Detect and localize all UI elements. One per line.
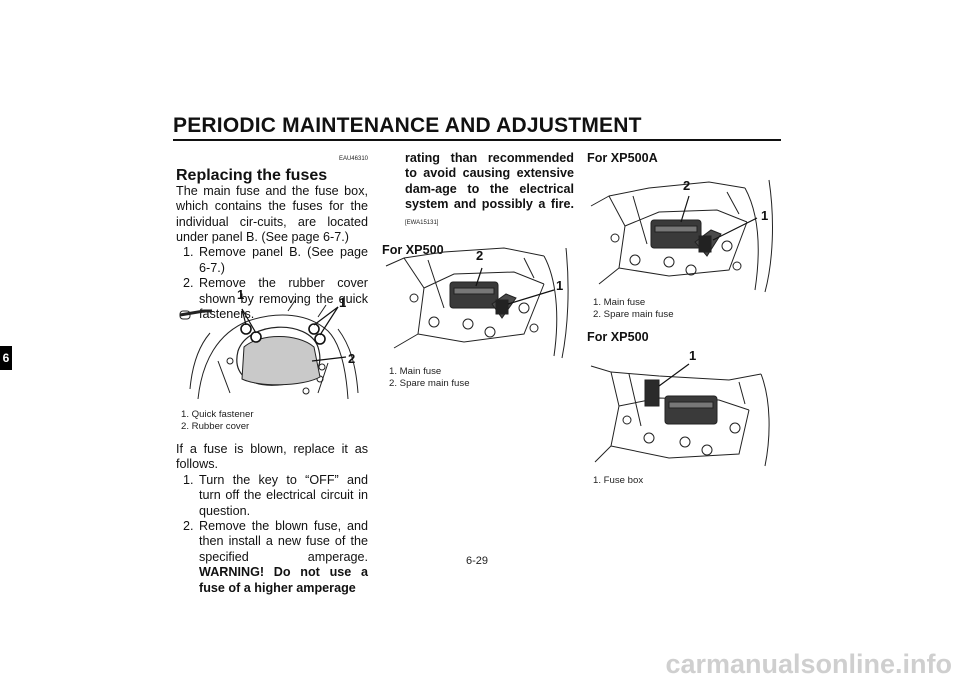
warning-text: WARNING! Do not use a fuse of a higher a… [199, 565, 368, 595]
subheading-xp500: For XP500 [587, 330, 649, 344]
subheading-xp500: For XP500 [382, 243, 444, 258]
figure-caption: 1. Fuse box [593, 475, 644, 486]
figure-caption: 1. Quick fastener 2. Rubber cover [181, 409, 254, 433]
chapter-tab: 6 [0, 346, 12, 370]
main-fuse-illustration [590, 179, 773, 293]
steps-list: 1.Remove panel B. (See page 6-7.) 2.Remo… [176, 245, 368, 322]
callout-1: 1 [556, 278, 564, 293]
callout-1: 1 [761, 208, 769, 223]
list-item: 2.Remove the blown fuse, and then instal… [183, 519, 368, 595]
warning-continued: rating than recommended to avoid causing… [405, 151, 574, 212]
figure-xp500-fuse-box: 1 [589, 346, 776, 468]
watermark: carmanualsonline.info [0, 650, 960, 678]
scooter-panel-illustration [179, 298, 359, 400]
steps-list-2: 1.Turn the key to “OFF” and turn off the… [176, 473, 368, 596]
intro-paragraph: The main fuse and the fuse box, which co… [176, 183, 368, 245]
middle-column: rating than recommended to avoid causing… [382, 151, 574, 258]
section-heading: Replacing the fuses [176, 167, 328, 185]
main-fuse-illustration [385, 247, 569, 359]
figure-caption: 1. Main fuse 2. Spare main fuse [593, 297, 674, 321]
fuse-box-illustration [590, 363, 770, 467]
list-item: 1.Remove panel B. (See page 6-7.) [183, 245, 368, 275]
rubber-cover-shape [241, 336, 321, 386]
page-title: PERIODIC MAINTENANCE AND ADJUSTMENT [173, 114, 642, 137]
section-code: EAU46310 [338, 156, 368, 162]
figure-xp500-main-fuse: 2 1 [384, 238, 570, 360]
left-column-continued: If a fuse is blown, replace it as follow… [176, 442, 368, 596]
callout-2: 2 [348, 351, 356, 366]
left-column: EAU46310 Replacing the fuses The main fu… [176, 152, 368, 322]
figure-quick-fasteners: 1 1 2 [178, 281, 368, 403]
callout-1: 1 [689, 348, 697, 363]
figure-xp500a-main-fuse: 2 1 [589, 166, 776, 294]
callout-1: 1 [339, 295, 347, 310]
list-item: 1.Turn the key to “OFF” and turn off the… [183, 472, 368, 518]
callout-1: 1 [237, 287, 245, 302]
callout-2: 2 [476, 248, 484, 263]
warning-code: [EWA15131] [405, 219, 439, 226]
figure-caption: 1. Main fuse 2. Spare main fuse [389, 366, 470, 390]
callout-2: 2 [683, 178, 691, 193]
page-number: 6-29 [466, 555, 489, 567]
list-item: 2.Remove the rubber cover shown by remov… [183, 276, 368, 322]
header-rule [173, 139, 781, 141]
subheading-xp500a: For XP500A [587, 151, 658, 165]
intro-paragraph-2: If a fuse is blown, replace it as follow… [176, 442, 368, 472]
